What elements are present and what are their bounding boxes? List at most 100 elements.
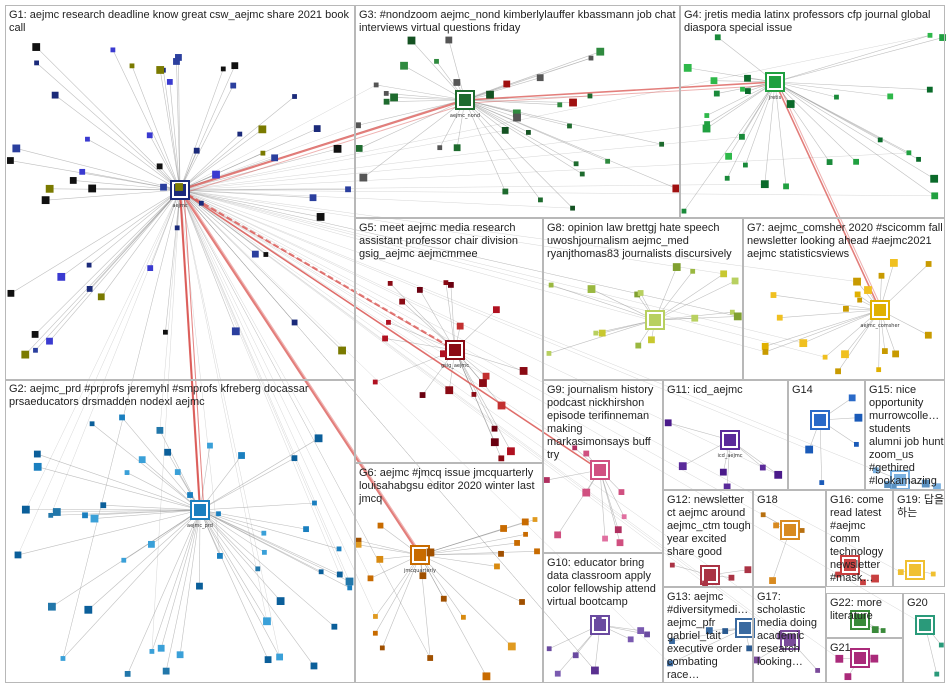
network-node	[503, 80, 511, 88]
network-edge	[419, 542, 518, 556]
node-marker	[497, 401, 506, 410]
node-marker	[822, 354, 828, 360]
node-marker	[486, 90, 494, 99]
network-node	[880, 628, 886, 633]
network-node	[163, 329, 168, 335]
group-box-g3: G3: #nondzoom aejmc_nond kimberlylauffer…	[355, 5, 680, 218]
network-node	[891, 483, 897, 489]
network-edge	[179, 129, 263, 191]
network-node	[439, 350, 447, 358]
node-marker	[175, 183, 183, 191]
network-edge	[179, 188, 349, 191]
network-edge	[551, 284, 656, 321]
node-marker	[878, 272, 885, 279]
network-node	[507, 642, 516, 651]
node-marker	[930, 174, 939, 183]
hub-avatar-image	[784, 524, 796, 536]
node-marker	[583, 450, 590, 457]
network-edge	[179, 189, 791, 531]
network-node	[156, 426, 164, 434]
network-node	[729, 309, 735, 315]
network-edge	[382, 554, 421, 649]
network-edge	[199, 509, 281, 602]
network-edge	[199, 509, 268, 622]
network-edge	[169, 81, 181, 191]
node-marker	[532, 517, 538, 522]
network-edge	[123, 509, 201, 561]
group-label-g9: G9: journalism history podcast nickhirsh…	[547, 384, 654, 461]
node-marker	[207, 442, 213, 449]
network-edge	[357, 99, 466, 126]
network-node	[593, 330, 599, 336]
network-node	[490, 438, 499, 447]
network-node	[770, 292, 777, 298]
network-node	[627, 636, 634, 643]
network-node	[46, 337, 53, 345]
node-marker	[276, 597, 285, 606]
network-edge	[62, 509, 201, 659]
network-node	[719, 468, 727, 476]
node-marker	[162, 667, 170, 675]
node-marker	[383, 98, 390, 105]
node-marker	[372, 379, 378, 385]
node-marker	[881, 348, 888, 354]
node-marker	[526, 130, 531, 135]
network-edge	[179, 189, 461, 327]
node-marker	[31, 331, 39, 338]
network-edge	[389, 283, 456, 351]
node-marker	[880, 628, 886, 633]
network-edge	[91, 423, 201, 511]
network-edge	[388, 322, 456, 351]
network-edge	[199, 509, 265, 553]
node-marker	[7, 289, 15, 297]
node-marker	[372, 630, 378, 636]
node-marker	[546, 646, 552, 652]
network-edge	[179, 189, 201, 511]
network-edge	[183, 192, 605, 474]
network-node	[156, 66, 165, 74]
network-node	[500, 525, 507, 532]
hub-node	[905, 560, 925, 580]
node-marker	[271, 154, 279, 162]
network-node	[927, 32, 933, 38]
network-node	[60, 656, 66, 661]
node-marker	[407, 36, 416, 45]
network-node	[264, 656, 272, 664]
group-box-g11: G11: icd_aejmc	[663, 380, 788, 490]
hub-avatar-image	[919, 619, 931, 631]
node-marker	[147, 265, 154, 272]
node-marker	[90, 514, 99, 523]
node-marker	[773, 522, 779, 529]
network-edge	[183, 192, 205, 514]
group-label-g8: G8: opinion law brettgj hate speech uwos…	[547, 222, 732, 260]
network-node	[86, 286, 93, 292]
network-node	[237, 131, 243, 137]
node-marker	[669, 638, 675, 644]
node-marker	[740, 86, 745, 92]
node-marker	[572, 652, 579, 659]
node-marker	[359, 173, 368, 182]
node-marker	[835, 368, 841, 375]
network-node	[587, 93, 593, 99]
hub-avatar-image	[854, 652, 866, 664]
node-marker	[345, 577, 354, 586]
network-node	[461, 614, 466, 620]
node-marker	[502, 188, 509, 195]
node-marker	[386, 319, 391, 325]
node-marker	[416, 287, 423, 293]
node-marker	[815, 668, 821, 673]
network-edge	[199, 509, 269, 660]
network-node	[536, 74, 544, 82]
network-edge	[10, 160, 181, 191]
node-marker	[440, 595, 447, 602]
network-node	[333, 144, 342, 153]
group-label-g20: G20	[907, 597, 928, 609]
node-marker	[196, 582, 203, 590]
network-node	[445, 36, 453, 44]
network-node	[377, 522, 384, 529]
network-node	[176, 651, 184, 659]
group-label-g5: G5: meet aejmc media research assistant …	[359, 222, 518, 260]
network-edge	[668, 422, 731, 441]
node-marker	[292, 94, 297, 99]
node-marker	[760, 512, 766, 518]
